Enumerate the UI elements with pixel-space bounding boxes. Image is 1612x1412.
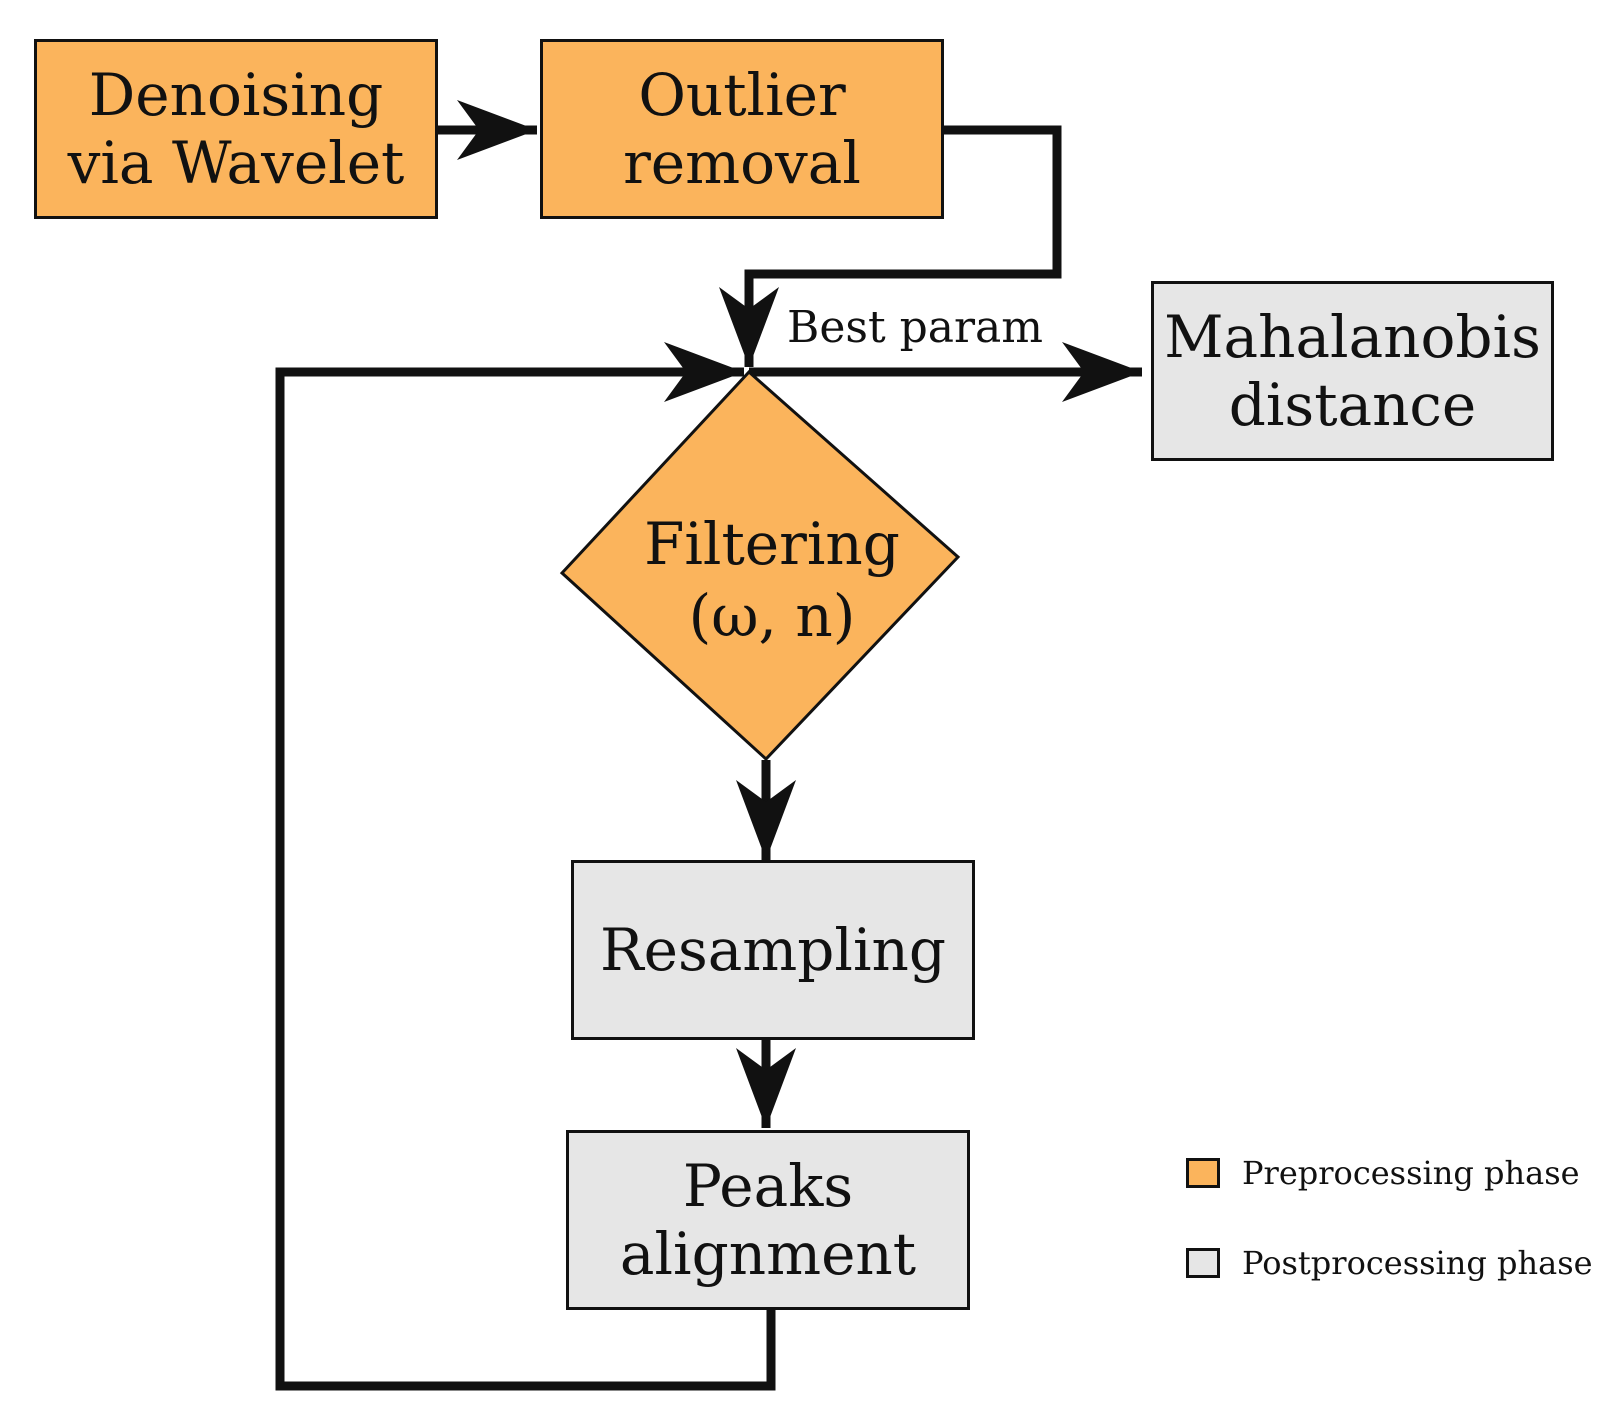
filtering-line-2: (ω, n) [688, 582, 856, 650]
legend-item-postprocessing: Postprocessing phase [1186, 1244, 1593, 1282]
resampling-node: Resampling [571, 860, 975, 1040]
mahalanobis-line-2: distance [1228, 371, 1477, 439]
legend-label-preprocessing: Preprocessing phase [1242, 1154, 1580, 1192]
outlier-line-1: Outlier [638, 60, 846, 129]
edge-outlier-to-junction [719, 125, 1062, 367]
edge-peaks-feedback-loop [275, 342, 776, 1391]
resampling-line-1: Resampling [599, 915, 947, 984]
best-param-label: Best param [787, 302, 1044, 353]
denoising-line-1: Denoising [88, 60, 384, 129]
peaks-line-2: alignment [619, 1220, 917, 1288]
legend-label-postprocessing: Postprocessing phase [1242, 1244, 1593, 1282]
mahalanobis-line-1: Mahalanobis [1164, 302, 1541, 371]
denoising-line-2: via Wavelet [67, 129, 405, 197]
outlier-line-2: removal [623, 129, 861, 197]
outlier-removal-node: Outlier removal [540, 39, 944, 219]
filtering-diamond [559, 369, 961, 762]
legend-item-preprocessing: Preprocessing phase [1186, 1154, 1580, 1192]
filtering-label: Filtering (ω, n) [612, 490, 932, 670]
peaks-alignment-node: Peaks alignment [566, 1130, 970, 1310]
mahalanobis-node: Mahalanobis distance [1151, 281, 1554, 461]
filtering-line-1: Filtering [644, 509, 900, 578]
denoising-node: Denoising via Wavelet [34, 39, 438, 219]
legend-swatch-postprocessing [1186, 1248, 1220, 1278]
legend-swatch-preprocessing [1186, 1158, 1220, 1188]
peaks-line-1: Peaks [682, 1151, 854, 1220]
